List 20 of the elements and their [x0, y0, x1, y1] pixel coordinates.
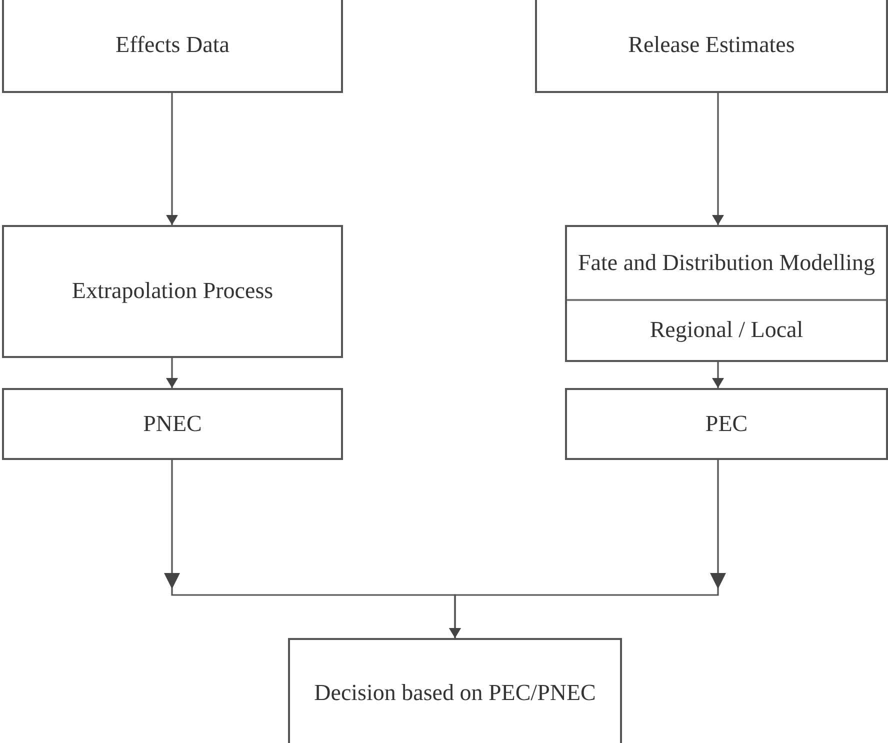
- process-box: [2, 388, 343, 460]
- box-label: Release Estimates: [627, 31, 796, 60]
- box-label: Extrapolation Process: [70, 277, 274, 306]
- box-label: PEC: [704, 410, 749, 438]
- arrow: [166, 358, 178, 388]
- process-box: [565, 388, 888, 460]
- box-label: Effects Data: [114, 31, 230, 60]
- box-label: PNEC: [142, 410, 203, 438]
- arrow: [712, 362, 724, 388]
- process-box: [2, 225, 343, 358]
- box-heading: Fate and Distribution Modelling: [576, 248, 876, 277]
- process-box: [2, 0, 343, 93]
- arrow: [449, 460, 726, 638]
- box-label: Decision based on PEC/PNEC: [313, 678, 597, 707]
- process-box: [535, 0, 888, 93]
- process-box: [288, 638, 622, 743]
- box-subtext: Regional / Local: [567, 298, 886, 360]
- arrow: [166, 93, 178, 225]
- process-box: [565, 225, 888, 362]
- arrow: [712, 93, 724, 225]
